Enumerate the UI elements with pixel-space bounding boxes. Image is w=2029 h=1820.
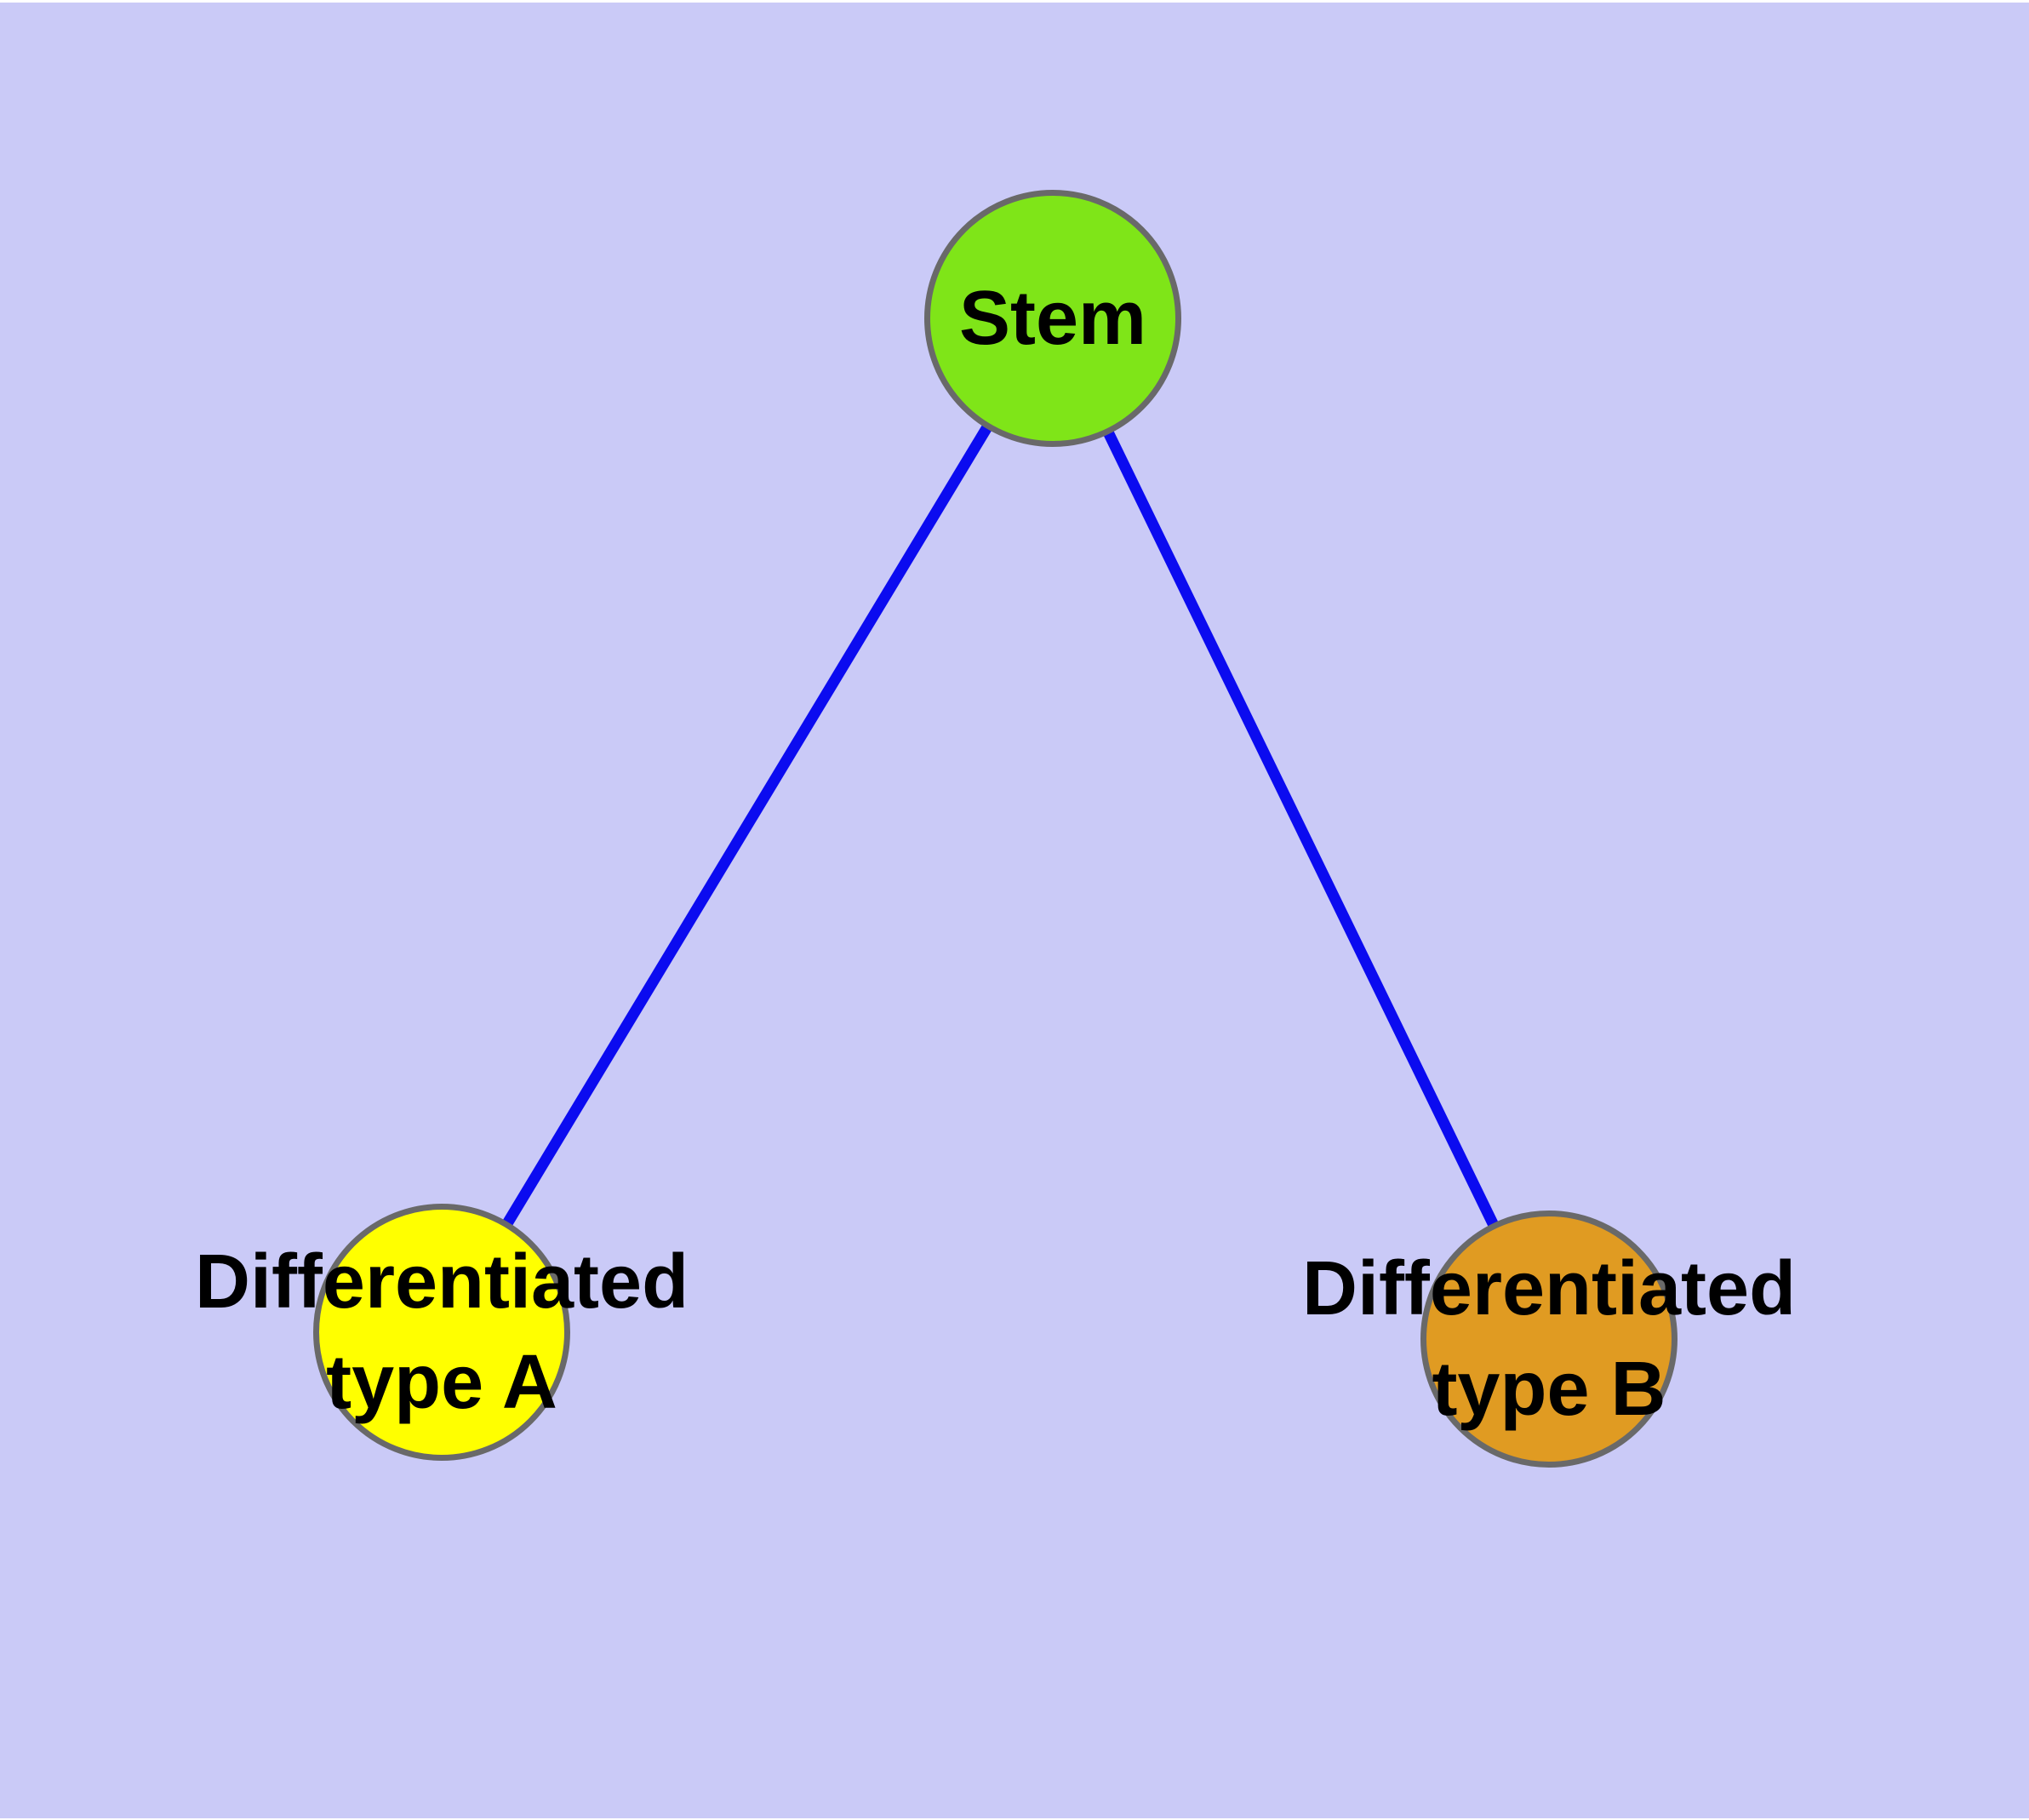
node-label-differentiated-b: Differentiated type B [1302, 1239, 1796, 1439]
node-label-differentiated-a-line-1: Differentiated [194, 1239, 689, 1325]
node-label-stem: Stem [959, 268, 1146, 369]
node-label-differentiated-a: Differentiated type A [195, 1232, 689, 1433]
canvas-frame-top [0, 0, 2029, 3]
node-label-differentiated-b-line-1: Differentiated [1301, 1246, 1797, 1331]
node-label-differentiated-a-line-2: type A [326, 1340, 557, 1425]
node-label-stem-line-1: Stem [958, 276, 1147, 361]
node-differentiated-a-circle [313, 1204, 570, 1461]
canvas-frame-bottom [0, 1818, 2029, 1820]
node-differentiated-b-circle [1420, 1210, 1677, 1468]
node-stem-circle [924, 190, 1181, 447]
edge-stem-to-differentiated-a [437, 315, 1058, 1336]
node-label-differentiated-b-line-2: type B [1432, 1347, 1666, 1432]
edge-stem-to-differentiated-b [1048, 316, 1554, 1342]
